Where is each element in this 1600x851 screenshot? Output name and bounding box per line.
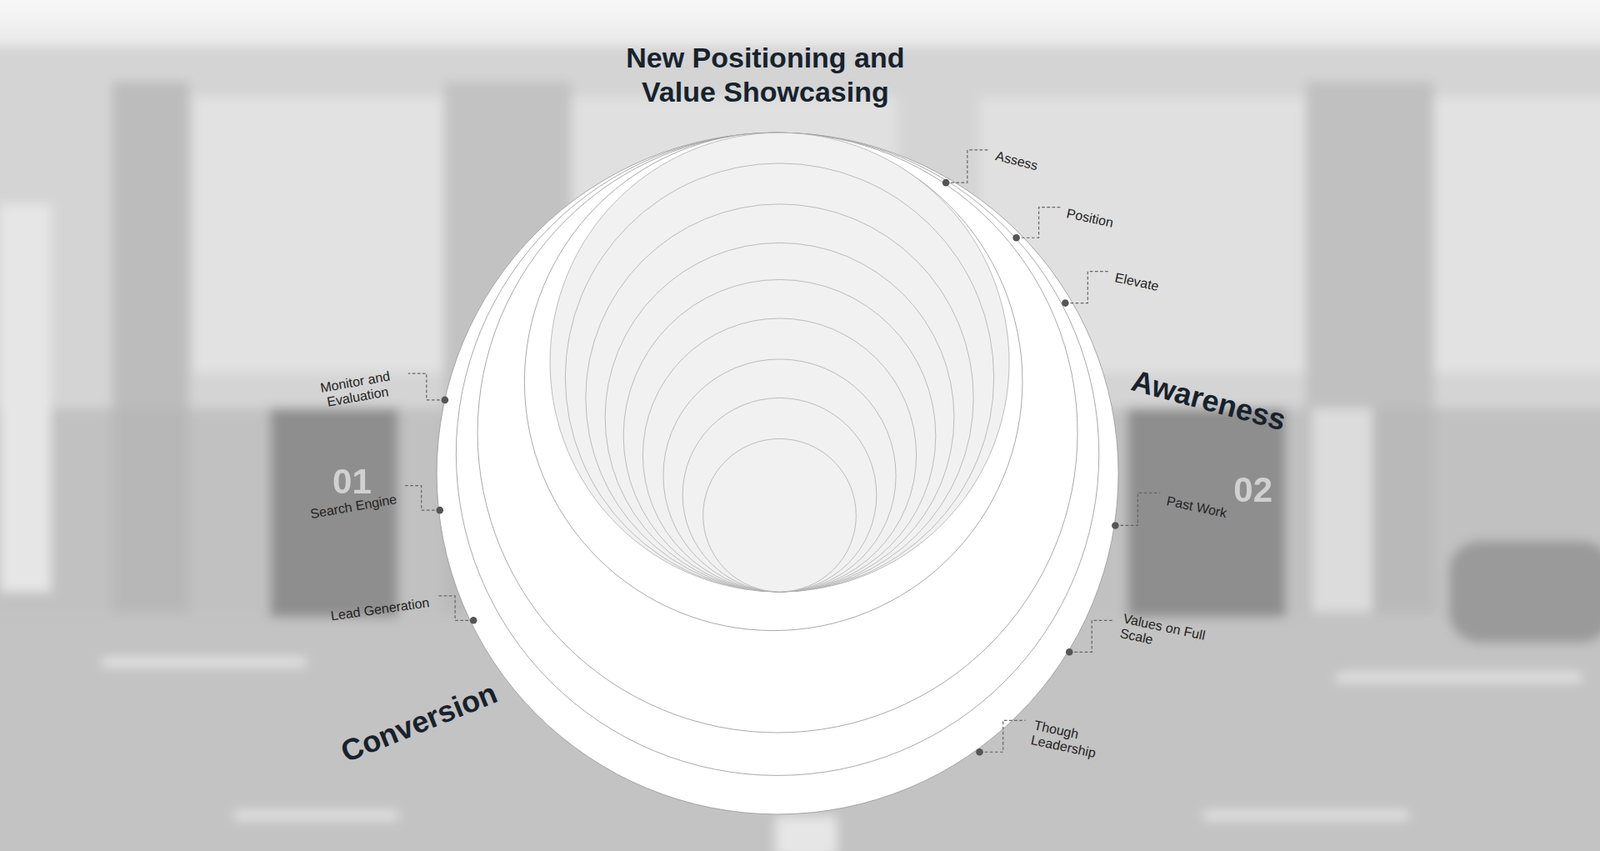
leader-dots [435,179,1119,756]
watermark-number: 02 [1233,470,1273,510]
outer-rings [436,132,1119,815]
watermark-number: 01 [332,461,372,502]
inner-rings [550,132,1010,592]
diagram-title: New Positioning and Value Showcasing [585,40,945,110]
leader-lines [403,150,1161,752]
